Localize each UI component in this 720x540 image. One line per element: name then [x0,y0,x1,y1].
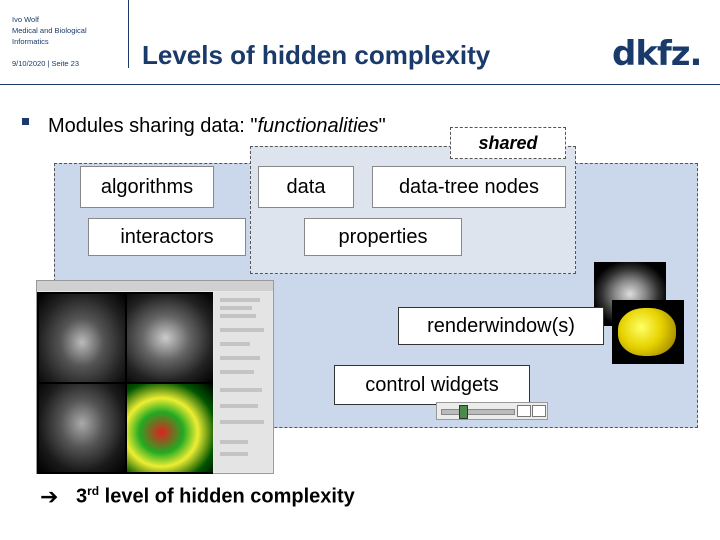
mri-view-sagittal [127,294,213,382]
bullet-prefix: Modules sharing data: " [48,115,258,137]
header-rule [0,84,720,85]
author-dept-line1: Medical and Biological [12,26,87,35]
square-bullet-icon [22,118,29,125]
conclusion-ordinal: rd [87,484,100,498]
shared-tag: shared [450,127,566,159]
render-views [37,292,213,474]
label-algorithms: algorithms [80,166,214,208]
date-page: 9/10/2020 | Seite 23 [12,59,80,68]
author-name: Ivo Wolf [12,15,39,24]
author-dept-line2: Informatics [12,37,49,46]
slider-spin-box [532,405,546,417]
conclusion-text: 3rd level of hidden complexity [76,484,355,509]
bullet-emphasis: functionalities [257,115,379,137]
slide-title: Levels of hidden complexity [142,40,491,70]
slider-value-box [517,405,531,417]
3d-view [127,384,213,472]
bullet-suffix: " [378,115,386,137]
mri-view-coronal [39,384,125,472]
control-panel [214,292,272,472]
dkfz-logo: dkfz. [612,34,702,74]
arrow-right-icon: ➔ [40,484,59,509]
bullet-text: Modules sharing data: "functionalities" [48,115,386,138]
header-divider [128,0,129,68]
3d-segmentation-image [612,300,684,364]
application-titlebar [37,281,273,291]
slider-track [441,409,515,415]
label-data-tree-nodes: data-tree nodes [372,166,566,208]
label-properties: properties [304,218,462,256]
label-data: data [258,166,354,208]
label-renderwindows: renderwindow(s) [398,307,604,345]
label-interactors: interactors [88,218,246,256]
slider-thumb [459,405,468,419]
label-control-widgets: control widgets [334,365,530,405]
slider-widget [436,402,548,420]
author-info: Ivo Wolf Medical and Biological Informat… [12,14,87,47]
segmentation-surface [618,308,676,356]
conclusion-number: 3 [76,485,88,508]
mri-view-axial [39,294,125,382]
conclusion-body: level of hidden complexity [99,485,355,508]
